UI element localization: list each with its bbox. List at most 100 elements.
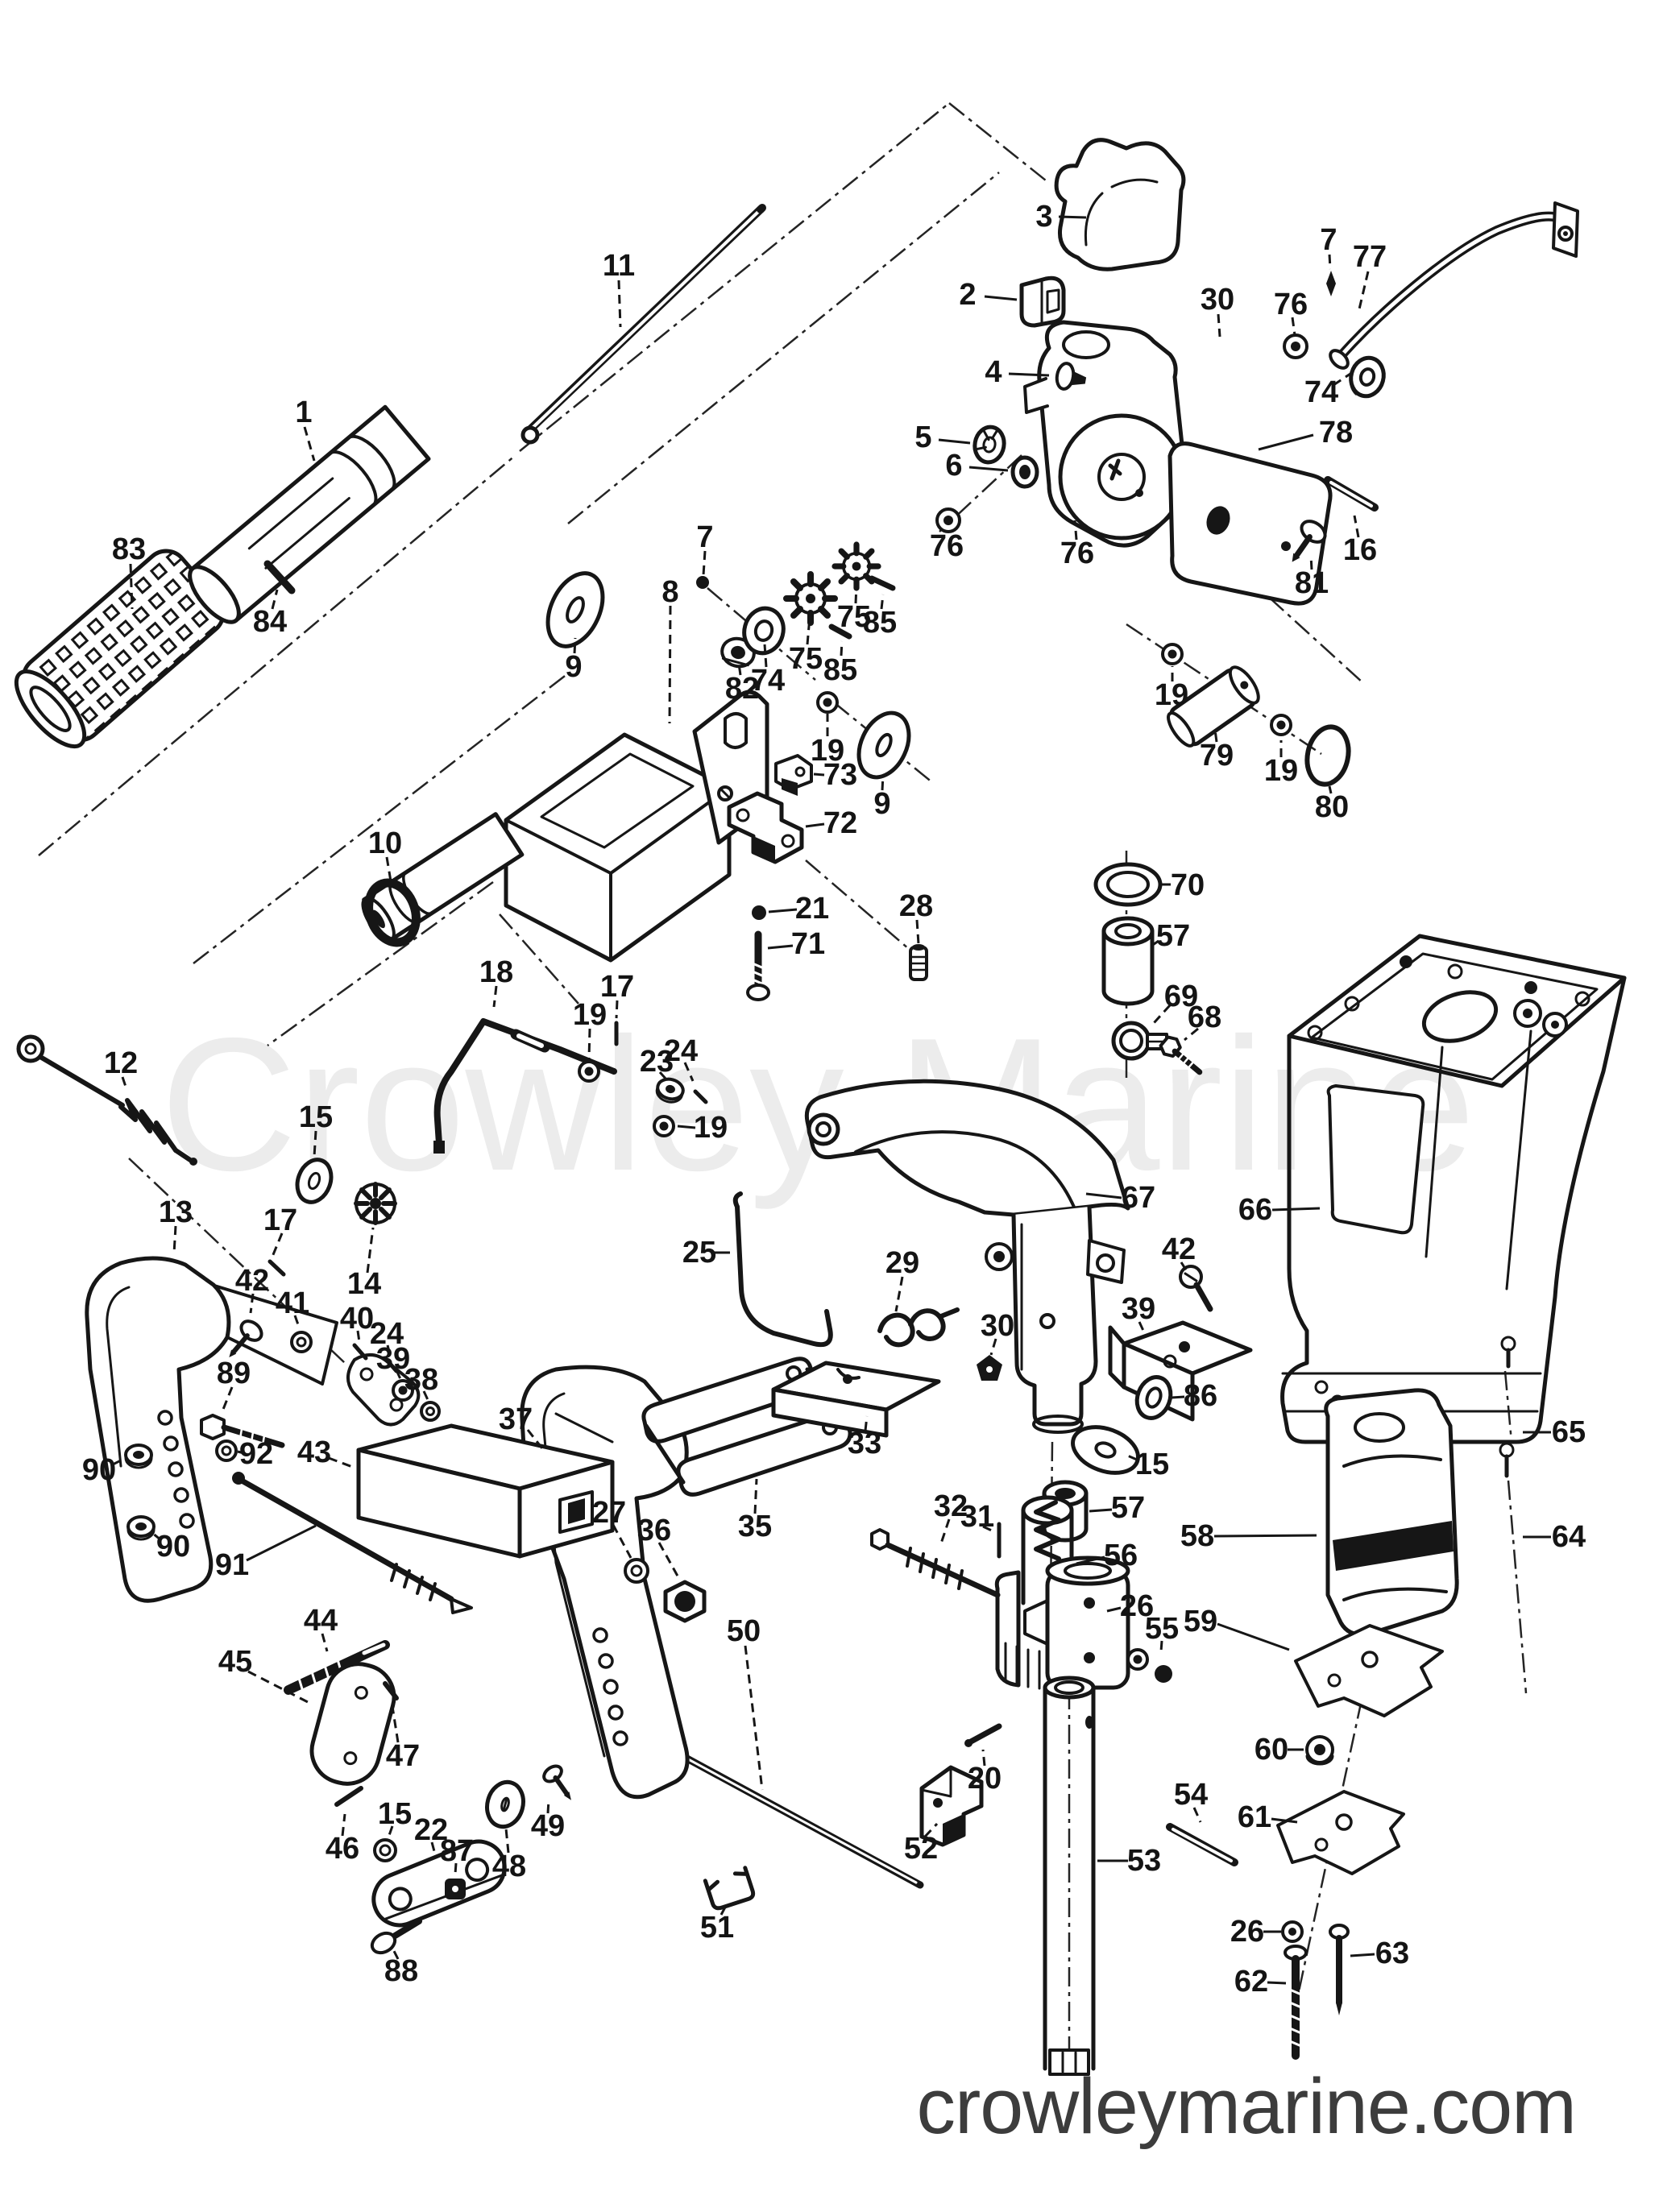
bolt-71	[746, 930, 770, 1001]
part-callout-44: 44	[304, 1604, 338, 1638]
part-callout-56: 56	[1104, 1539, 1138, 1572]
throttle-rod-11	[520, 204, 766, 445]
nut-26b	[1281, 1920, 1304, 1943]
leader-line	[526, 1429, 546, 1452]
leader-line	[1258, 433, 1314, 451]
leader-line	[221, 1386, 234, 1412]
part-callout-42: 42	[235, 1264, 269, 1298]
part-callout-73: 73	[823, 758, 857, 792]
pin-17b	[267, 1259, 286, 1277]
leader-line	[271, 589, 279, 610]
clamp-pad-block	[356, 1423, 615, 1559]
part-callout-80: 80	[1315, 790, 1349, 824]
part-callout-19: 19	[1264, 754, 1298, 788]
leader-line	[1138, 1321, 1146, 1333]
handle-tube-1	[188, 404, 431, 624]
part-callout-68: 68	[1188, 1000, 1221, 1034]
part-callout-31: 31	[960, 1500, 994, 1534]
part-callout-90: 90	[156, 1530, 190, 1564]
bracket-72	[727, 791, 804, 864]
leader-line	[806, 616, 811, 645]
ring-19e	[654, 1116, 674, 1136]
part-callout-92: 92	[239, 1437, 273, 1471]
leader-line	[923, 1822, 939, 1838]
part-callout-2: 2	[959, 278, 976, 312]
part-callout-43: 43	[297, 1435, 331, 1469]
part-callout-75: 75	[789, 642, 823, 676]
washer-15b	[1071, 1425, 1140, 1475]
leader-line	[1350, 1953, 1375, 1957]
part-callout-70: 70	[1171, 868, 1205, 902]
leader-line	[1333, 372, 1351, 387]
part-callout-12: 12	[104, 1046, 138, 1080]
leader-line	[390, 1700, 400, 1743]
part-callout-10: 10	[368, 826, 402, 860]
part-callout-91: 91	[215, 1548, 249, 1582]
plate-33	[771, 1361, 941, 1438]
part-callout-50: 50	[727, 1614, 761, 1648]
leader-line	[1353, 515, 1360, 538]
bracket-3	[1054, 138, 1186, 271]
part-callout-54: 54	[1174, 1778, 1208, 1812]
leader-line	[246, 1524, 317, 1562]
leader-line	[737, 663, 742, 676]
part-callout-61: 61	[1238, 1800, 1271, 1834]
washer-15a	[295, 1158, 334, 1204]
washer-48	[485, 1779, 525, 1829]
leader-line	[1217, 313, 1221, 338]
leader-line	[880, 594, 885, 610]
part-callout-85: 85	[823, 653, 857, 687]
part-callout-38: 38	[404, 1363, 438, 1397]
leader-line	[1076, 1555, 1105, 1565]
part-callout-6: 6	[945, 449, 962, 483]
plate-59	[1294, 1624, 1444, 1717]
pin-7a	[1326, 271, 1336, 296]
steering-cover-78	[1167, 441, 1333, 606]
part-callout-29: 29	[885, 1246, 919, 1280]
bushing-57	[1101, 916, 1155, 1006]
part-callout-36: 36	[637, 1514, 671, 1547]
leader-line	[1159, 1640, 1163, 1652]
leader-line	[1217, 1622, 1290, 1651]
nut-76a	[1284, 335, 1307, 358]
bolt-68	[1159, 1035, 1203, 1075]
leader-line	[1125, 1453, 1138, 1461]
part-callout-37: 37	[499, 1402, 533, 1436]
pin-16	[1324, 476, 1379, 512]
screw-49	[542, 1764, 571, 1800]
part-callout-79: 79	[1200, 739, 1234, 773]
clip-51	[703, 1866, 756, 1911]
leader-line	[683, 1062, 695, 1082]
leader-line	[894, 1276, 904, 1312]
swivel-bracket-67	[804, 1079, 1130, 1434]
leader-line	[938, 438, 971, 445]
bolt-88	[370, 1918, 422, 1955]
hardware-82-74	[720, 606, 786, 669]
leader-line	[1328, 785, 1333, 794]
leader-line	[237, 1450, 245, 1455]
leader-line	[454, 1862, 458, 1874]
leader-line	[392, 1949, 400, 1960]
pin-20	[964, 1723, 1002, 1747]
nut-87	[445, 1879, 466, 1899]
part-callout-82: 82	[725, 672, 759, 706]
part-callout-26: 26	[1230, 1915, 1264, 1949]
leader-line	[386, 1344, 392, 1356]
leader-line	[1147, 939, 1159, 950]
leader-line	[617, 280, 622, 328]
part-callout-33: 33	[848, 1427, 881, 1460]
screw-81	[1292, 520, 1327, 562]
part-callout-63: 63	[1375, 1937, 1409, 1970]
part-callout-14: 14	[347, 1267, 381, 1301]
part-callout-83: 83	[112, 532, 146, 566]
part-callout-76: 76	[1274, 288, 1308, 321]
leader-line	[1171, 1395, 1185, 1399]
leader-line	[753, 1478, 758, 1514]
nut-90b	[126, 1515, 156, 1541]
screw-42b	[229, 1319, 263, 1357]
dot-21	[752, 905, 766, 920]
part-callout-30: 30	[1201, 283, 1234, 317]
part-callout-8: 8	[661, 575, 678, 609]
screws-64-65	[1499, 1336, 1516, 1478]
leader-line	[1152, 1004, 1172, 1025]
